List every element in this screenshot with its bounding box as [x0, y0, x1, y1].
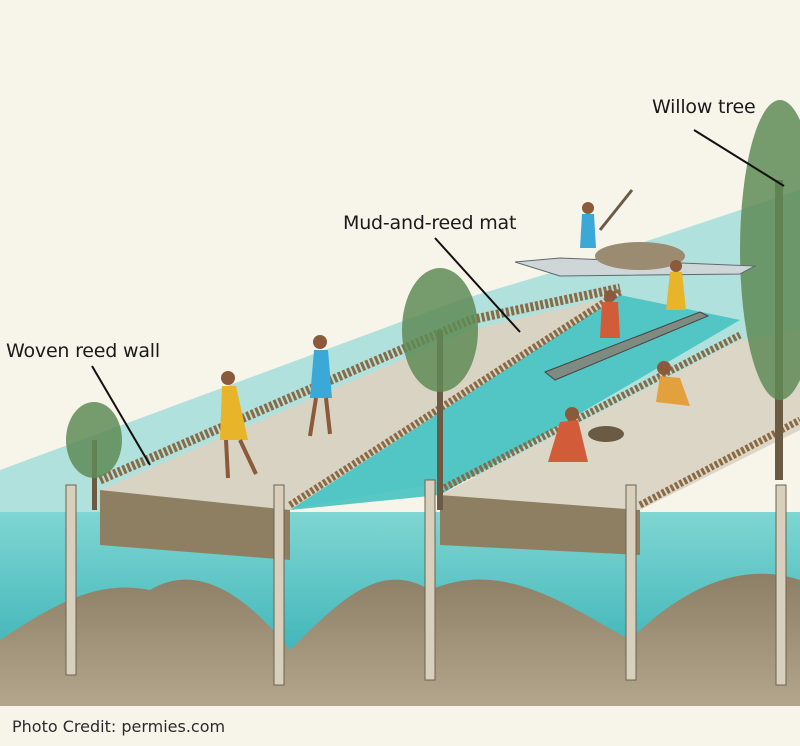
willow-tree-small-left [66, 402, 122, 510]
stake [625, 484, 637, 681]
lake-bottom-soil [0, 573, 800, 706]
worker-poling-canoe [580, 189, 634, 248]
label-willow-tree: Willow tree [652, 96, 756, 118]
worker-yellow [220, 371, 258, 479]
stake [424, 479, 436, 681]
reed-wall-canal-side [288, 289, 622, 508]
chinampa-platform-right-side [440, 495, 640, 555]
mud-pile [595, 242, 685, 270]
leader-line-woven-wall [91, 365, 151, 466]
reed-wall-front-right [638, 416, 800, 509]
leader-line-willow [693, 129, 785, 187]
photo-credit: Photo Credit: permies.com [12, 717, 226, 736]
worker-blue [308, 335, 332, 437]
chinampa-platform-left-side [100, 490, 290, 560]
willow-tree-middle [402, 268, 478, 510]
stake [65, 484, 77, 676]
chinampa-illustration: Willow tree Mud-and-reed mat Woven reed … [0, 96, 800, 706]
worker-standing-yellow [666, 260, 686, 310]
worker-crouching [656, 361, 690, 406]
reed-wall-left [98, 283, 621, 485]
stake [273, 484, 285, 686]
stake [775, 484, 787, 686]
reed-wall-right [438, 331, 742, 494]
worker-in-canoe [600, 290, 620, 338]
caption-bar: Photo Credit: permies.com [0, 706, 800, 746]
willow-tree-right [740, 100, 800, 480]
worker-kneeling-red [548, 407, 624, 462]
leader-line-mud-mat [434, 237, 521, 333]
canoe [544, 311, 710, 381]
label-mud-and-reed-mat: Mud-and-reed mat [343, 212, 517, 234]
chinampa-platform-left [100, 295, 620, 510]
label-woven-reed-wall: Woven reed wall [6, 340, 160, 362]
chinampa-scene [0, 100, 800, 706]
